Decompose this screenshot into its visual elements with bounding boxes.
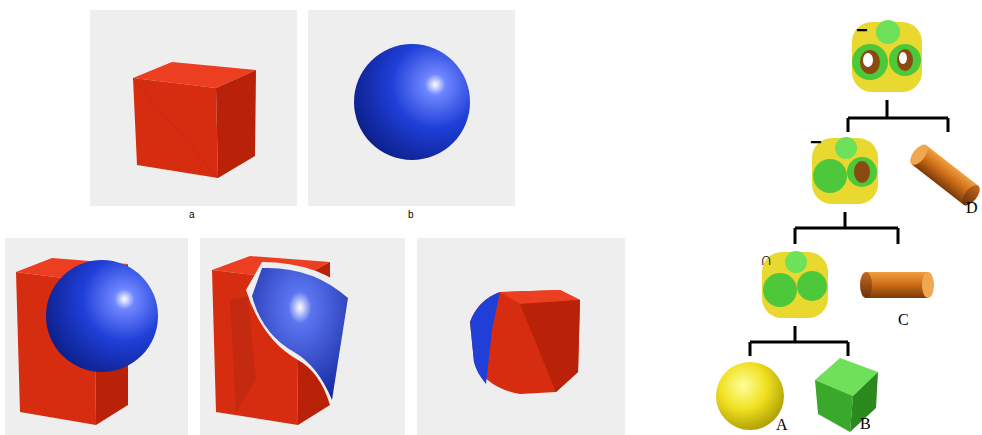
shape-letter: B: [860, 416, 871, 432]
shape-letter: C: [898, 312, 909, 328]
shape-letter: D: [966, 200, 978, 216]
operator-symbol: −: [856, 20, 868, 40]
shape-letter: A: [776, 417, 788, 433]
panel-letter: b: [408, 210, 414, 220]
operator-symbol: ∩: [760, 250, 773, 268]
panel-letter: a: [189, 210, 195, 220]
operator-symbol: −: [810, 132, 822, 152]
